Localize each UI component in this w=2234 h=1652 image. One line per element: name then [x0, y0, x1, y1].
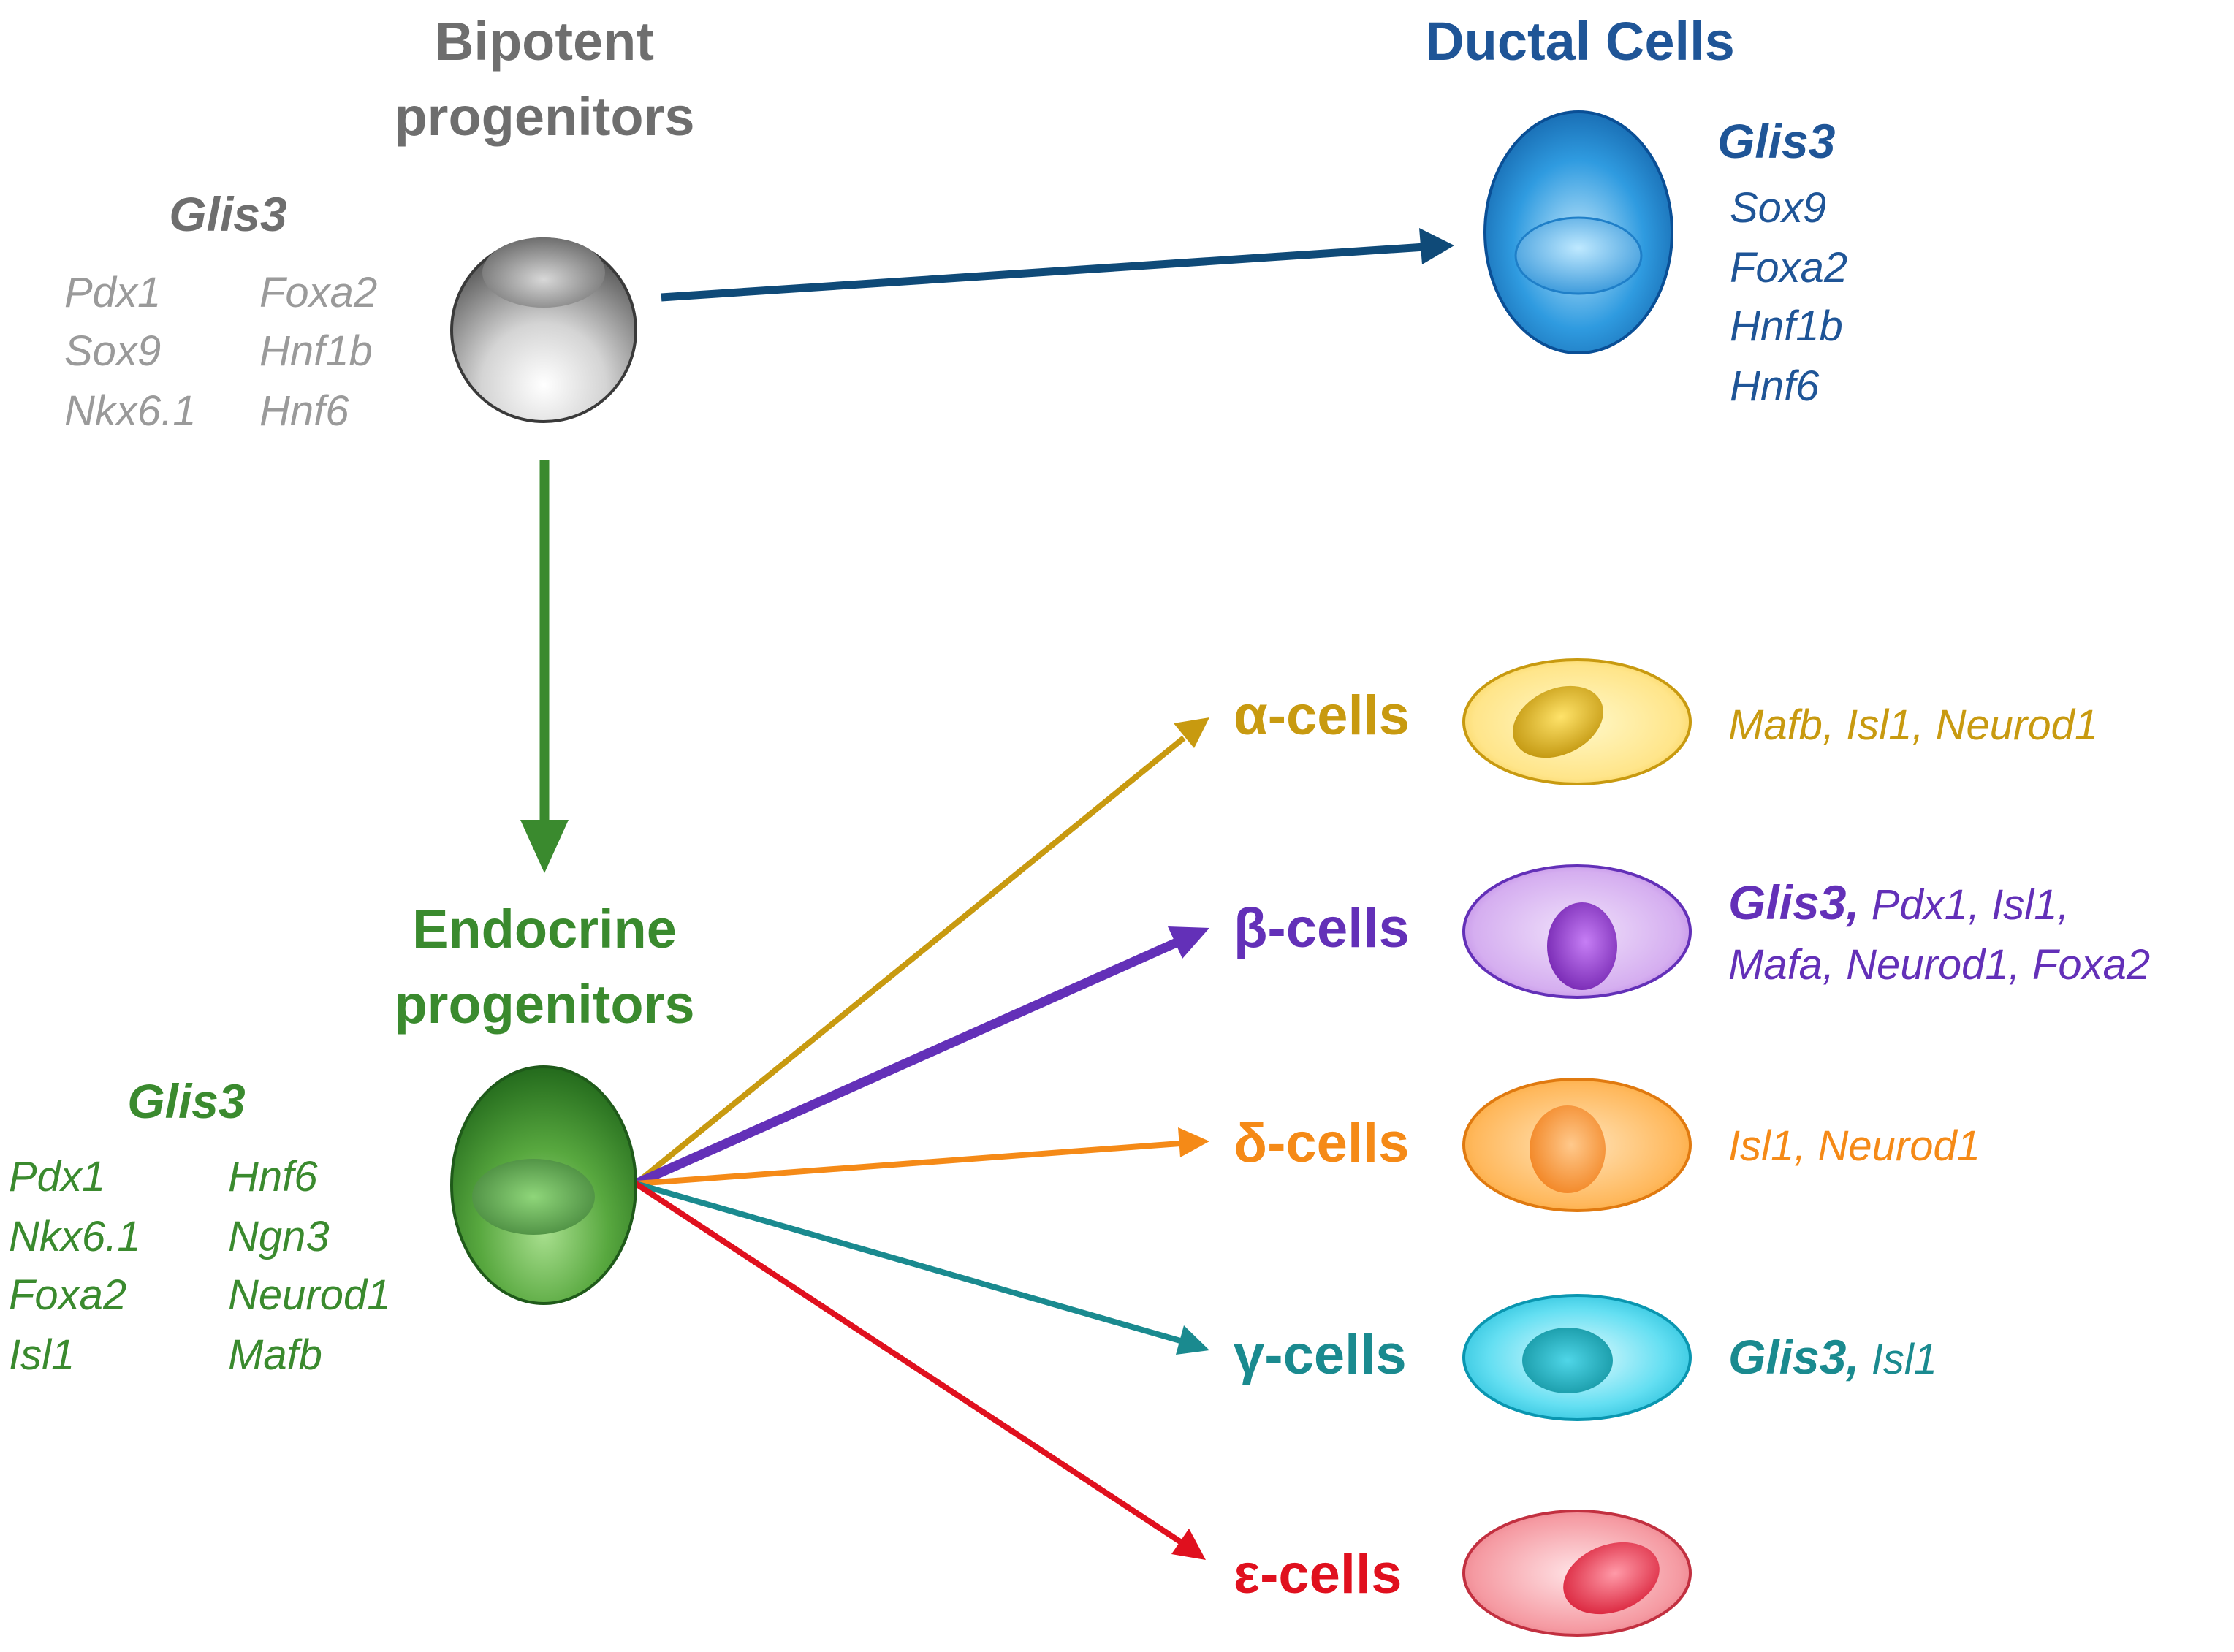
alpha-cell	[1462, 658, 1692, 785]
endocrine-title-line1: Endocrine	[412, 899, 677, 959]
bipotent-text: Bipotent progenitors Glis3 Pdx1 Sox9 Nkx…	[64, 11, 695, 435]
endocrine-gene: Mafb	[228, 1331, 322, 1379]
endocrine-gene: Foxa2	[9, 1271, 126, 1319]
endocrine-gene: Hnf6	[228, 1153, 318, 1200]
alpha-label: α-cells	[1234, 685, 1410, 747]
arrow-to-alpha	[634, 717, 1209, 1187]
delta-text: δ-cells Isl1, Neurod1	[1234, 1112, 1980, 1174]
ductal-gene: Hnf6	[1730, 362, 1820, 410]
gamma-label: γ-cells	[1234, 1324, 1407, 1386]
epsilon-label: ε-cells	[1234, 1543, 1402, 1605]
delta-genes: Isl1, Neurod1	[1728, 1122, 1980, 1170]
alpha-text: α-cells Mafb, Isl1, Neurod1	[1234, 685, 2098, 749]
bipotent-gene: Nkx6.1	[64, 387, 197, 435]
bipotent-gene: Hnf6	[259, 387, 349, 435]
endocrine-gene: Neurod1	[228, 1271, 390, 1319]
bipotent-gene: Pdx1	[64, 269, 161, 316]
endocrine-gene: Ngn3	[228, 1213, 330, 1260]
gamma-genes: Isl1	[1872, 1336, 1937, 1383]
gamma-marker: Glis3,	[1728, 1330, 1860, 1384]
beta-marker: Glis3,	[1728, 875, 1860, 929]
endocrine-progenitor-cell	[450, 1065, 637, 1305]
beta-label: β-cells	[1234, 897, 1410, 959]
delta-cell	[1462, 1078, 1692, 1212]
bipotent-gene: Sox9	[64, 327, 161, 375]
gamma-text: γ-cells Glis3, Isl1	[1234, 1324, 1937, 1386]
endocrine-gene: Nkx6.1	[9, 1213, 141, 1260]
epsilon-text: ε-cells	[1234, 1543, 1402, 1605]
ductal-cell	[1483, 110, 1673, 354]
delta-label: δ-cells	[1234, 1112, 1409, 1174]
arrow-to-delta	[635, 1127, 1209, 1187]
bipotent-marker: Glis3	[169, 187, 286, 241]
ductal-gene: Sox9	[1730, 184, 1826, 232]
gamma-cell	[1462, 1294, 1692, 1421]
bipotent-title-line2: progenitors	[394, 86, 694, 147]
epsilon-cell	[1462, 1510, 1692, 1637]
ductal-gene: Foxa2	[1730, 244, 1847, 292]
alpha-genes: Mafb, Isl1, Neurod1	[1728, 701, 2098, 749]
ductal-marker: Glis3	[1717, 114, 1835, 168]
bipotent-title-line1: Bipotent	[435, 11, 654, 72]
ductal-text: Ductal Cells Glis3 Sox9 Foxa2 Hnf1b Hnf6	[1425, 11, 1847, 410]
arrow-to-gamma	[634, 1181, 1209, 1355]
gamma-genes-line: Glis3, Isl1	[1728, 1330, 1937, 1384]
endocrine-text: Endocrine progenitors Glis3 Pdx1 Nkx6.1 …	[9, 899, 695, 1379]
beta-genes: Pdx1, Isl1,	[1872, 881, 2070, 929]
endocrine-gene: Isl1	[9, 1331, 75, 1379]
arrow-to-epsilon	[634, 1181, 1206, 1560]
endocrine-gene: Pdx1	[9, 1153, 105, 1200]
beta-text: β-cells Glis3,Pdx1, Isl1, Mafa, Neurod1,…	[1234, 875, 2150, 989]
bipotent-gene: Hnf1b	[259, 327, 373, 375]
arrow-to-beta	[634, 926, 1209, 1188]
arrow-to-ductal	[661, 228, 1454, 302]
endocrine-marker: Glis3	[127, 1074, 245, 1128]
beta-cell	[1462, 864, 1692, 999]
bipotent-progenitor-cell	[450, 237, 637, 423]
beta-genes-line2: Mafa, Neurod1, Foxa2	[1728, 941, 2150, 989]
ductal-title: Ductal Cells	[1425, 11, 1735, 72]
endocrine-title-line2: progenitors	[394, 974, 694, 1035]
beta-genes-line1: Glis3,Pdx1, Isl1,	[1728, 875, 2070, 929]
bipotent-gene: Foxa2	[259, 269, 377, 316]
ductal-gene: Hnf1b	[1730, 302, 1843, 350]
arrow-to-endocrine	[520, 460, 569, 873]
